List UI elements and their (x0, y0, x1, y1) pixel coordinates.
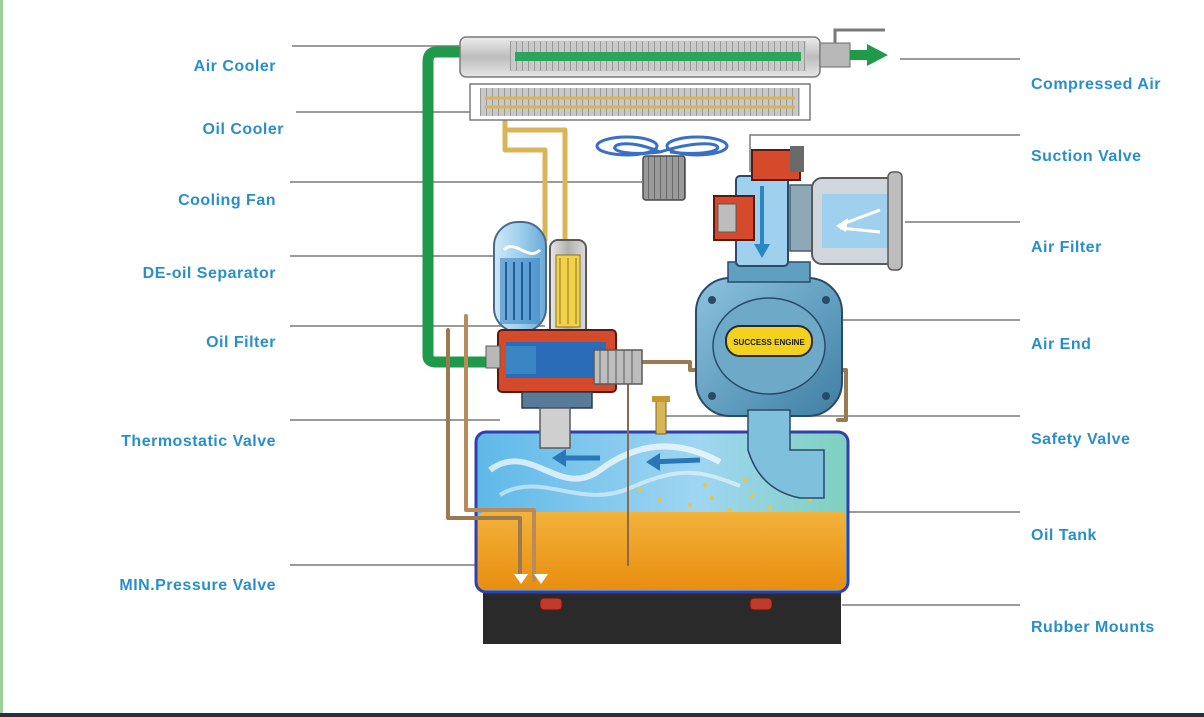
air-filter (789, 171, 903, 271)
label-compressed-air: Compressed Air (1031, 76, 1161, 93)
rubber-mount-right (749, 597, 773, 611)
cooling-fan (595, 135, 729, 201)
label-cooling-fan: Cooling Fan (178, 192, 276, 209)
label-oil-cooler: Oil Cooler (202, 121, 284, 138)
label-air-cooler: Air Cooler (193, 58, 276, 75)
air-pipe-green (422, 46, 502, 368)
air-end-badge-text: SUCCESS ENGINE (733, 338, 805, 347)
air-cooler (459, 28, 888, 78)
oil-line-cooler-return (502, 109, 548, 243)
label-oil-tank: Oil Tank (1031, 527, 1097, 544)
label-rubber-mounts: Rubber Mounts (1031, 619, 1155, 636)
rubber-mount-left (539, 597, 563, 611)
base-frame (483, 592, 841, 644)
air-end: SUCCESS ENGINE (695, 261, 843, 499)
manifold-block (485, 329, 643, 449)
suction-valve (713, 146, 804, 267)
oil-line-tank (446, 328, 522, 582)
label-safety-valve: Safety Valve (1031, 431, 1131, 448)
frame-bottom-border (0, 713, 1204, 717)
oil-filter (549, 239, 587, 337)
min-pressure-arrows (514, 574, 548, 584)
label-min-pressure-valve: MIN.Pressure Valve (119, 577, 276, 594)
frame-left-border (0, 0, 3, 717)
oil-line-cooler (477, 102, 568, 243)
oil-cooler (469, 83, 811, 121)
label-de-oil-separator: DE-oil Separator (142, 265, 276, 282)
leader-suction-valve (749, 134, 1020, 172)
oil-tank (474, 430, 850, 594)
pipework (422, 46, 848, 582)
label-thermostatic-valve: Thermostatic Valve (121, 433, 276, 450)
label-oil-filter: Oil Filter (206, 334, 276, 351)
de-oil-separator (493, 221, 547, 333)
oil-line-tank-2 (464, 314, 536, 582)
label-suction-valve: Suction Valve (1031, 148, 1142, 165)
label-air-filter: Air Filter (1031, 239, 1102, 256)
label-air-end: Air End (1031, 336, 1092, 353)
safety-valve (652, 396, 670, 435)
